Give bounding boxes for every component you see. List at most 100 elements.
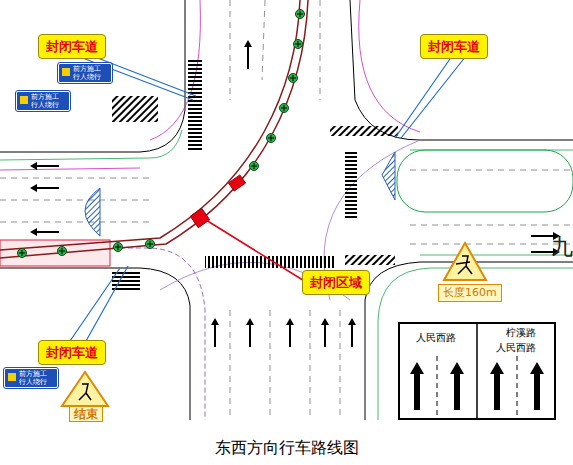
closure-callout: 封闭车道 [38,340,106,365]
lane-line [0,170,573,244]
lane-arrow [30,40,560,347]
construction-marker [289,74,298,83]
hatched-area [85,188,100,236]
zebra-crossing [345,255,395,265]
lane-sign-board [476,322,478,420]
closed-block [228,175,245,191]
closed-block [190,208,209,227]
zebra-crossing [330,126,398,136]
tram-track [0,0,308,258]
closure-callout: 封闭车道 [38,34,106,59]
leader-line [395,56,466,138]
lane-arrow [321,318,329,347]
warning-sign [79,384,91,400]
construction-marker [59,248,65,254]
design-line [0,248,205,420]
road-edge [0,0,185,152]
lane-sign-board [398,322,556,420]
node-text: 前方施工 行人绕行 [19,370,54,386]
closure-callout: 封闭区域 [302,270,370,295]
length-sign: 长度160m [438,284,502,302]
lane-arrow [286,318,294,347]
closure-callout: 封闭车道 [420,34,488,59]
construction-marker [290,75,296,81]
closed-block [190,175,245,228]
node-text: 封闭车道 [46,344,98,361]
caption: 东西方向行车路线图 [0,438,573,459]
tram-track [0,0,308,258]
warning-sign [444,243,486,280]
construction-marker [296,10,305,19]
road-edge [350,0,573,140]
lane-sign-board [437,356,517,420]
construction-marker [18,249,27,258]
node-text: 结束 [74,407,98,421]
design-line [0,130,182,160]
node-text: 封闭车道 [46,38,98,55]
construction-marker [114,243,123,252]
construction-marker [295,41,301,47]
zebra-crossing [345,150,357,220]
construction-marker [19,250,25,256]
warning-sign [62,372,108,406]
node-text: 人民西路 [416,332,456,344]
lane-line [0,0,573,420]
construction-marker [251,163,257,169]
construction-marker [146,240,155,249]
lane-arrow [244,40,252,69]
detour-sign: 前方施工 行人绕行 [58,63,112,83]
leader-line [70,266,128,341]
construction-marker [268,135,274,141]
tram-track [0,0,300,250]
lane-arrow [30,162,59,170]
lane-sign-board [398,322,556,420]
road-name-fragment: 九 [551,232,573,262]
detour-sign: 前方施工 行人绕行 [4,368,58,388]
design-line [0,0,573,420]
construction-marker [115,244,121,250]
design-line [0,168,140,170]
node-text: 柠溪路 [506,327,536,339]
road-edge [365,262,573,420]
construction-marker [280,104,289,113]
zebra-crossing [112,60,398,292]
construction-marker [250,162,259,171]
construction-marker [294,40,303,49]
lane-sign: 人民西路柠溪路人民西路 [398,322,556,420]
lane-sign-arrow [450,362,464,410]
node-text: 长度160m [443,286,497,300]
design-line [410,150,573,255]
construction-marker [297,11,303,17]
lane-arrow [30,228,59,236]
lane-line [230,0,340,420]
construction-marker [147,241,153,247]
zebra-crossing [112,96,158,122]
node-text: 前方施工 行人绕行 [31,93,66,109]
hatched-area [382,152,395,200]
construction-marker [58,247,67,256]
end-sign: 结束 [69,406,103,422]
construction-marker [18,10,305,258]
node-text: 人民西路 [496,342,536,354]
warning-sign [456,256,472,274]
zebra-crossing [188,60,202,150]
road-edge [0,268,190,420]
zebra-crossing [205,256,335,268]
lane-sign-arrow [490,362,504,410]
lane-arrow [30,184,59,192]
lane-sign-arrow [410,362,424,410]
node-text: 封闭区域 [310,274,362,291]
construction-marker [267,134,276,143]
lane-arrow [348,318,356,347]
lane-sign-arrow [410,362,544,410]
road-edge [0,0,573,420]
detour-sign: 前方施工 行人绕行 [16,91,70,111]
construction-marker [281,105,287,111]
lane-sign-arrow [530,362,544,410]
lane-arrow [211,318,219,347]
design-line [378,268,573,420]
leader-line [70,56,466,341]
node-text: 前方施工 行人绕行 [73,65,108,81]
leader-line [206,220,306,282]
node-text: 封闭车道 [428,38,480,55]
